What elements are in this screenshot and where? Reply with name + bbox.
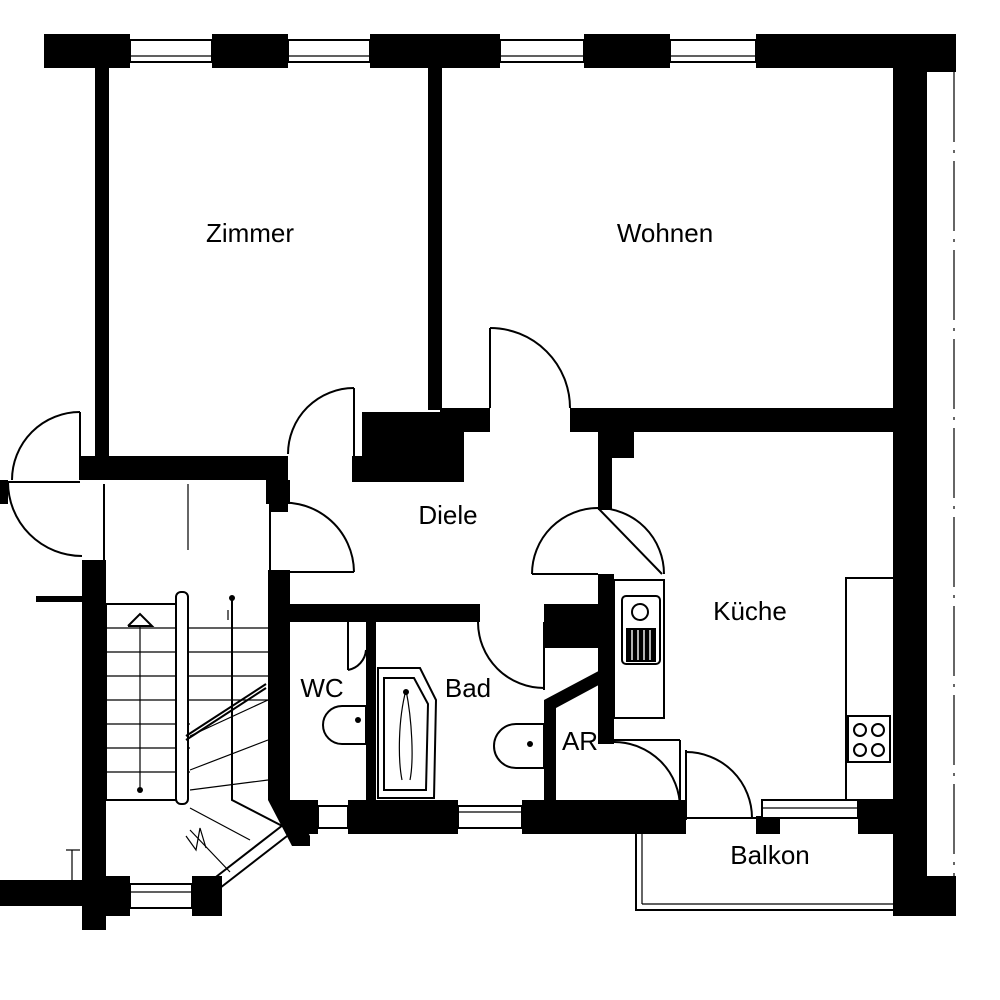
room-label-kueche: Küche xyxy=(713,596,787,626)
balcony xyxy=(635,834,894,911)
staircase xyxy=(66,484,301,889)
interior-walls xyxy=(80,60,896,846)
room-label-balkon: Balkon xyxy=(730,840,810,870)
room-label-wohnen: Wohnen xyxy=(617,218,713,248)
room-label-ar: AR xyxy=(562,726,598,756)
room-label-diele: Diele xyxy=(418,500,477,530)
room-label-zimmer: Zimmer xyxy=(206,218,294,248)
exterior-walls xyxy=(0,34,956,930)
room-labels: Zimmer Wohnen Diele Küche WC Bad AR Balk… xyxy=(206,218,810,870)
doors xyxy=(7,327,756,820)
windows xyxy=(129,39,859,909)
fixtures xyxy=(322,667,545,799)
room-label-wc: WC xyxy=(300,673,343,703)
room-label-bad: Bad xyxy=(445,673,491,703)
kitchen-fixtures xyxy=(613,577,895,801)
